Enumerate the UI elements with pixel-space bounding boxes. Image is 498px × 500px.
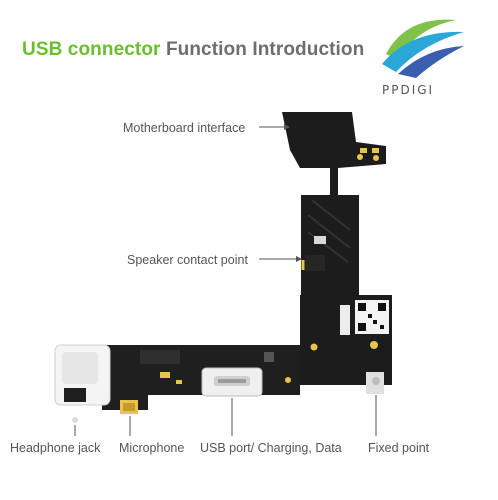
title-usb-connector: USB connector xyxy=(22,39,161,60)
label-motherboard-interface: Motherboard interface xyxy=(123,121,246,135)
label-fixed-point: Fixed point xyxy=(368,441,430,455)
label-headphone-jack: Headphone jack xyxy=(10,441,101,455)
speaker-contact-pad xyxy=(314,236,326,244)
page-title: USB connector Function Introduction xyxy=(22,39,364,61)
label-microphone: Microphone xyxy=(119,441,185,455)
title-function-introduction: Function Introduction xyxy=(165,39,365,60)
label-usb-port: USB port/ Charging, Data xyxy=(200,441,342,455)
top-flex-cable xyxy=(282,112,386,236)
label-speaker-contact-point: Speaker contact point xyxy=(127,253,248,267)
logo-text: PPDIGI xyxy=(382,83,435,97)
ppdigi-logo-icon xyxy=(382,19,464,78)
